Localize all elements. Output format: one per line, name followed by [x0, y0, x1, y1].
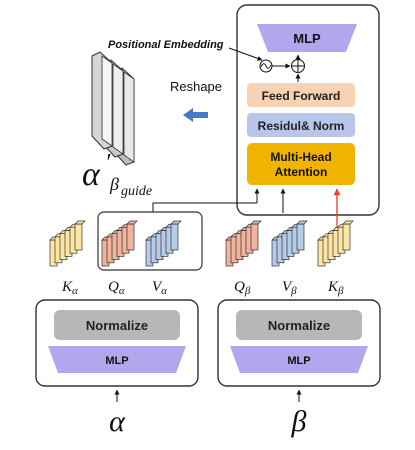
qv-alpha-group-frame	[97, 211, 203, 271]
feed-forward-block	[247, 83, 355, 107]
right-normalize-block	[236, 310, 362, 340]
q-beta-label: Qβ	[234, 279, 251, 297]
right-encoder: Normalize MLP β	[217, 299, 381, 438]
token-slice	[342, 223, 351, 251]
token-stacks	[49, 220, 354, 267]
token-slice	[126, 223, 135, 251]
residual-norm-block	[247, 113, 355, 137]
v-beta-label: Vβ	[282, 279, 297, 297]
positional-embedding-label: Positional Embedding	[108, 39, 224, 51]
pe-label-leader	[228, 47, 263, 61]
q-alpha-token-stack	[101, 220, 138, 267]
attention-label-line2: Attention	[275, 165, 328, 179]
left-normalize-label: Normalize	[86, 318, 148, 333]
token-slice	[250, 223, 259, 251]
token-slice	[296, 223, 305, 251]
output-symbol: α ′ β guide	[82, 150, 152, 199]
reshape-label: Reshape	[170, 79, 222, 94]
token-slice	[170, 223, 179, 251]
transformer-block: MLP Feed Forward Residul& Norm Multi-Hea…	[228, 4, 380, 238]
left-encoder: Normalize MLP α	[35, 299, 199, 438]
top-mlp: MLP	[257, 24, 357, 52]
k-beta-token-stack	[317, 220, 354, 267]
right-normalize-label: Normalize	[268, 318, 330, 333]
token-slice-top	[296, 220, 308, 225]
left-mlp-label: MLP	[105, 355, 128, 367]
k-alpha-label: Kα	[61, 279, 78, 297]
v-alpha-label: Vα	[152, 279, 167, 297]
q-alpha-label: Qα	[108, 279, 125, 297]
top-mlp-trapezoid	[257, 24, 357, 52]
feed-forward-label: Feed Forward	[262, 89, 341, 103]
multi-head-attention-block	[247, 143, 355, 185]
beta-input-symbol: β	[291, 405, 307, 438]
output-guide: guide	[121, 184, 152, 199]
token-slice-top	[342, 220, 354, 225]
token-slice-top	[170, 220, 182, 225]
v-alpha-token-stack	[145, 220, 182, 267]
output-prime: ′	[105, 150, 111, 176]
output-feature-stack	[91, 51, 135, 166]
attention-label-line1: Multi-Head	[270, 150, 331, 164]
qv-alpha-connector	[152, 202, 257, 212]
v-beta-token-stack	[271, 220, 308, 267]
residual-norm-label: Residul& Norm	[258, 119, 345, 133]
left-mlp-trapezoid	[48, 346, 186, 373]
left-normalize-block	[54, 310, 180, 340]
k-beta-label: Kβ	[327, 279, 344, 297]
token-slice-top	[250, 220, 262, 225]
k-alpha-token-stack	[49, 220, 86, 267]
token-slice-top	[126, 220, 138, 225]
top-mlp-label: MLP	[293, 31, 321, 46]
alpha-input-symbol: α	[109, 405, 126, 438]
token-slice-top	[74, 220, 86, 225]
right-mlp-label: MLP	[287, 355, 310, 367]
output-alpha: α	[82, 156, 101, 193]
token-slice	[74, 223, 83, 251]
sinusoid-wave	[260, 63, 272, 69]
token-labels: Kα Qα Vα Qβ Vβ Kβ	[61, 279, 344, 297]
right-mlp-trapezoid	[230, 346, 368, 373]
positional-embedding-ops	[228, 47, 305, 82]
q-beta-token-stack	[225, 220, 262, 267]
output-beta: β	[109, 174, 119, 194]
reshape-arrow-icon	[183, 108, 208, 122]
